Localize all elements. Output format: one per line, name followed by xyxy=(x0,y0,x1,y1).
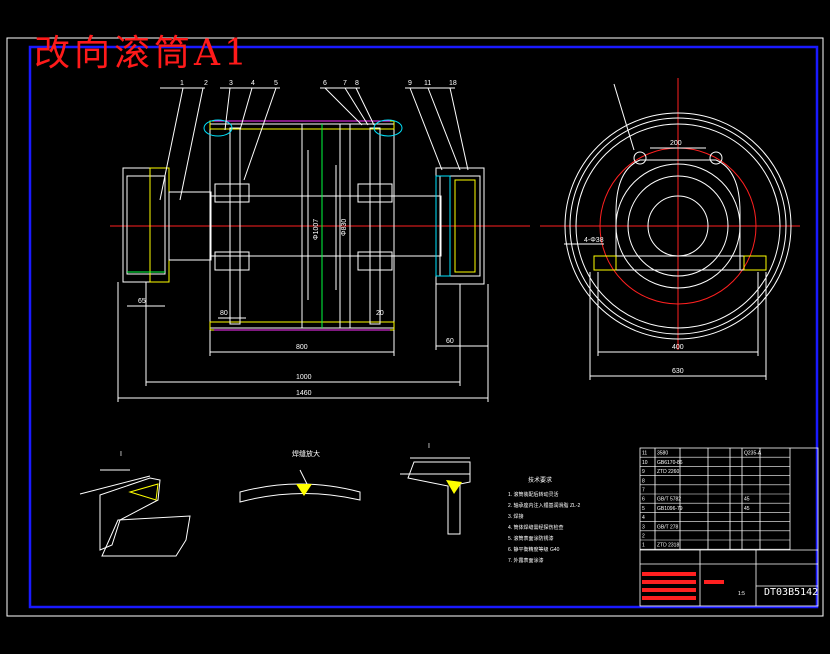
tech-req-line: 3. 焊接 xyxy=(508,513,524,520)
detail-label-2: 焊缝放大 xyxy=(292,449,320,458)
bom-cell: GB1096-79 xyxy=(657,506,683,512)
bom-cell: 45 xyxy=(744,497,750,503)
part-label: 3 xyxy=(229,80,233,87)
bom-cell: GB/T 278 xyxy=(657,524,679,530)
dim-diam-b: Φ830 xyxy=(341,219,348,236)
scale-text: 1:5 xyxy=(738,591,745,597)
bom-cell: GB6170-86 xyxy=(657,460,683,466)
dim-shaft-span: 1000 xyxy=(296,374,312,381)
part-label: 9 xyxy=(408,80,412,87)
detail-i-left xyxy=(79,469,191,557)
dim-frame-size: 630 xyxy=(672,368,684,375)
bom-cell: 7 xyxy=(642,488,645,494)
bom-cell: 5 xyxy=(642,506,645,512)
bom-cell: 1 xyxy=(642,543,645,549)
tech-req-line: 1. 滚筒装配后转动灵活 xyxy=(508,491,559,498)
part-label: 1 xyxy=(180,80,184,87)
right-hub xyxy=(357,183,393,203)
part-label: 11 xyxy=(424,80,431,87)
part-label: 18 xyxy=(449,80,457,87)
technical-requirements: 技术要求 1. 滚筒装配后转动灵活 2. 轴承座内注入锂基润滑脂 ZL-2 3.… xyxy=(508,476,580,564)
outer-frame xyxy=(6,37,824,617)
dim-hole-spec: 4-Φ38 xyxy=(584,237,604,244)
dim-80: 80 xyxy=(220,310,228,317)
bom-cell: 8 xyxy=(642,478,645,484)
left-hub xyxy=(214,183,250,203)
drawing-number: DT03B5142 xyxy=(764,587,819,598)
tech-req-line: 6. 静平衡精度等级 G40 xyxy=(508,546,560,553)
tech-req-title: 技术要求 xyxy=(528,476,552,484)
tech-req-line: 4. 筒体焊缝需经探伤检查 xyxy=(508,524,564,531)
bom-cell: 4 xyxy=(642,515,645,521)
part-label: 8 xyxy=(355,80,359,87)
bom-cell: 6 xyxy=(642,497,645,503)
main-shaft xyxy=(210,195,442,257)
bill-of-materials xyxy=(639,447,819,607)
bom-cell: 11 xyxy=(642,451,647,457)
dim-diam-a: Φ1007 xyxy=(313,219,320,240)
tech-req-line: 5. 滚筒表面涂防锈漆 xyxy=(508,535,554,542)
part-label: 5 xyxy=(274,80,278,87)
part-label: 4 xyxy=(251,80,255,87)
side-view xyxy=(540,78,800,380)
outer-rim xyxy=(564,112,792,340)
dim-overall-length: 1460 xyxy=(296,390,312,397)
bom-cell: 10 xyxy=(642,460,648,466)
detail-label-3: I xyxy=(428,443,430,450)
part-label: 7 xyxy=(343,80,347,87)
part-label: 2 xyxy=(204,80,208,87)
bom-cell: GB/T 5782 xyxy=(657,497,681,503)
detail-i-right xyxy=(400,457,471,535)
title-block-redmarks xyxy=(642,572,724,600)
dim-left-hub: 65 xyxy=(138,298,146,305)
tech-req-line: 7. 外露表面涂漆 xyxy=(508,557,544,564)
inner-frame xyxy=(28,45,819,609)
bom-cell: ZTD 2260 xyxy=(657,469,679,475)
left-bearing-housing xyxy=(122,167,170,283)
detail-label-1: I xyxy=(120,451,122,458)
dim-20: 20 xyxy=(376,310,384,317)
front-view xyxy=(110,87,530,402)
dim-roll-width: 800 xyxy=(296,344,308,351)
bom-cell: 2 xyxy=(642,534,645,540)
bom-cell: 3 xyxy=(642,524,645,530)
dim-bearing-offset: 60 xyxy=(446,338,454,345)
part-label: 6 xyxy=(323,80,327,87)
drawing-title: 改向滚筒A1 xyxy=(34,33,251,74)
tech-req-line: 2. 轴承座内注入锂基润滑脂 ZL-2 xyxy=(508,502,580,509)
weld-detail xyxy=(239,469,361,503)
dim-end-diameter: 400 xyxy=(672,344,684,351)
dim-top-span: 200 xyxy=(670,140,682,147)
bom-cell: ZTD 2318 xyxy=(657,543,679,549)
bom-cell: Q235-A xyxy=(744,451,762,457)
bom-cell: 45 xyxy=(744,506,750,512)
bom-cell: 3580 xyxy=(657,451,668,457)
bom-cell: 9 xyxy=(642,469,645,475)
